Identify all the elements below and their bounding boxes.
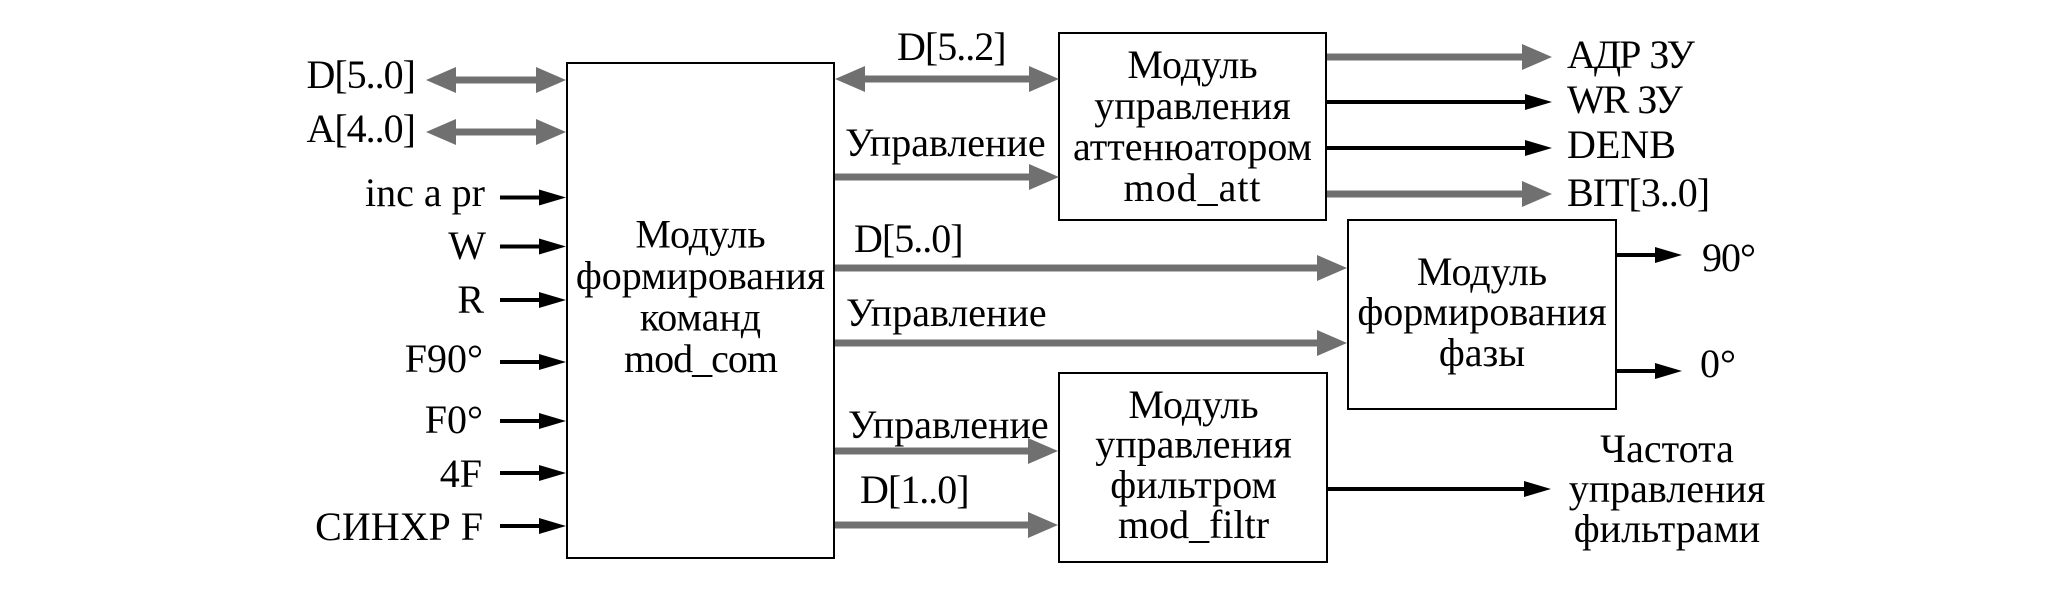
svg-text:R: R — [457, 277, 484, 322]
svg-text:mod_filtr: mod_filtr — [1118, 502, 1269, 547]
svg-text:формирования: формирования — [1357, 289, 1606, 334]
svg-text:4F: 4F — [440, 451, 482, 496]
svg-text:F90°: F90° — [405, 336, 483, 381]
svg-text:фазы: фазы — [1439, 330, 1525, 375]
svg-text:Управление: Управление — [848, 402, 1049, 447]
svg-text:Управление: Управление — [846, 290, 1047, 335]
svg-text:управления: управления — [1095, 422, 1291, 467]
svg-text:управления: управления — [1569, 466, 1765, 511]
svg-text:F0°: F0° — [425, 397, 483, 442]
svg-text:Частота: Частота — [1600, 426, 1734, 471]
svg-text:mod_com: mod_com — [624, 336, 778, 381]
svg-text:СИНХР F: СИНХР F — [315, 504, 483, 549]
svg-text:команд: команд — [640, 295, 761, 340]
svg-text:BIT[3..0]: BIT[3..0] — [1567, 170, 1709, 215]
svg-text:АДР ЗУ: АДР ЗУ — [1567, 32, 1695, 77]
svg-text:90°: 90° — [1702, 235, 1755, 280]
svg-text:D[5..0]: D[5..0] — [854, 216, 963, 261]
svg-text:mod_att: mod_att — [1123, 165, 1261, 210]
svg-text:D[5..2]: D[5..2] — [897, 24, 1006, 69]
svg-text:управления: управления — [1094, 83, 1290, 128]
svg-text:фильтром: фильтром — [1110, 462, 1277, 507]
svg-text:D[5..0]: D[5..0] — [306, 52, 415, 97]
svg-text:D[1..0]: D[1..0] — [860, 467, 969, 512]
svg-text:Модуль: Модуль — [1127, 42, 1257, 87]
svg-text:Модуль: Модуль — [635, 212, 765, 257]
svg-text:A[4..0]: A[4..0] — [306, 106, 415, 151]
svg-text:аттенюатором: аттенюатором — [1073, 124, 1312, 169]
svg-text:WR ЗУ: WR ЗУ — [1567, 77, 1683, 122]
svg-text:Модуль: Модуль — [1417, 249, 1547, 294]
svg-text:фильтрами: фильтрами — [1574, 506, 1760, 551]
svg-text:формирования: формирования — [576, 253, 825, 298]
svg-text:0°: 0° — [1700, 341, 1736, 386]
svg-text:W: W — [448, 223, 486, 268]
svg-text:inc a pr: inc a pr — [365, 170, 485, 215]
svg-text:Управление: Управление — [845, 120, 1046, 165]
svg-text:Модуль: Модуль — [1128, 382, 1258, 427]
svg-text:DENB: DENB — [1567, 122, 1676, 167]
